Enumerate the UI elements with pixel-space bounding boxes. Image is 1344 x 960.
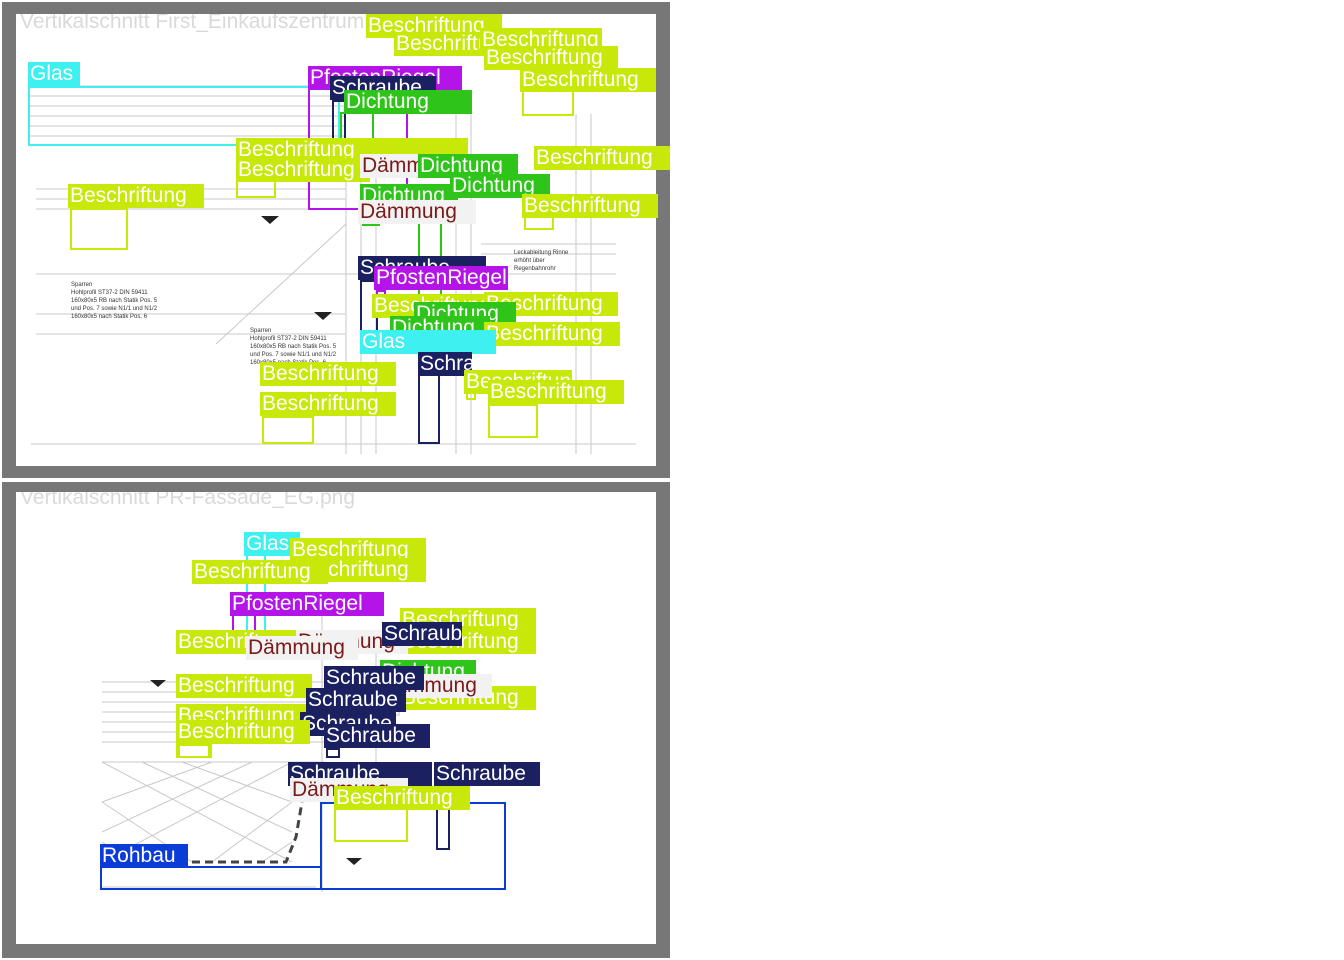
image-title: Vertikalschnitt First_Einkaufszentrum — [20, 14, 365, 33]
annotation-dichtung-label: Dichtung — [344, 90, 472, 114]
annotation-pfostenriegel-label: PfostenRiegel — [230, 592, 384, 616]
annotation-rohbau-box — [100, 866, 322, 890]
drawing-note: 160x80x5 RB nach Statik Pos. 5 — [71, 298, 158, 304]
annotation-beschriftung-label: Beschriftung — [488, 380, 624, 404]
annotation-schraube-box — [326, 748, 340, 758]
annotation-beschriftung-box — [70, 208, 128, 250]
annotation-beschriftung-box — [522, 90, 574, 116]
drawing-note: und Pos. 7 sowie N1/1 und N1/2 — [250, 352, 337, 358]
annotation-beschriftung-label: Beschriftung — [176, 720, 310, 744]
drawing-note: Hohlprofil ST37-2 DIN 59411 — [71, 290, 148, 296]
annotation-beschriftung-label: Beschriftung — [534, 146, 670, 170]
annotation-beschriftung-box — [262, 416, 314, 444]
annotation-beschriftung-label: Beschriftung — [334, 786, 470, 810]
annotation-schraube-label: Schraube — [418, 352, 472, 376]
drawing-note: Sparren — [71, 282, 92, 288]
annotation-rohbau-label: Rohbau — [100, 844, 188, 868]
annotation-pfostenriegel-label: PfostenRiegel — [374, 266, 508, 290]
annotation-beschriftung-box — [236, 180, 276, 198]
annotation-beschriftung-label: Beschriftung — [522, 194, 658, 218]
annotation-daemmung-label: Dämmung — [246, 636, 358, 660]
annotation-beschriftung-label: Beschriftung — [236, 158, 370, 182]
annotation-beschriftung-box — [488, 404, 538, 438]
annotation-glas-label: Glas — [28, 62, 80, 86]
annotation-beschriftung-box — [524, 216, 554, 230]
image-title: Vertikalschnitt PR-Fassade_EG.png — [20, 492, 355, 509]
annotation-schraube-label: Schraube — [306, 688, 406, 712]
annotation-beschriftung-label: Beschriftung — [192, 560, 328, 584]
annotation-daemmung-label: Dämmung — [358, 200, 476, 224]
annotation-glas-label: Glas — [360, 330, 496, 354]
annotation-glas-box — [28, 86, 340, 146]
annotation-beschriftung-label: Beschriftung — [260, 392, 396, 416]
annotation-rohbau-box — [320, 802, 506, 890]
drawing-note: Sparren — [250, 328, 271, 334]
annotation-schraube-label: Schraube — [324, 724, 430, 748]
drawing-note: und Pos. 7 sowie N1/1 und N1/2 — [71, 306, 158, 312]
drawing-note: 160x80x5 nach Statik Pos. 6 — [71, 314, 148, 320]
annotation-beschriftung-label: Beschriftung — [176, 674, 312, 698]
annotation-beschriftung-label: Beschriftung — [484, 322, 620, 346]
annotation-beschriftung-label: Beschriftung — [520, 68, 656, 92]
drawing-note: Regenbahnrohr — [514, 266, 556, 272]
annotation-beschriftung-box — [178, 744, 212, 758]
annotation-beschriftung-label: Beschriftung — [484, 46, 618, 70]
annotation-schraube-box — [418, 374, 440, 444]
annotation-schraube-label: Schraube — [324, 666, 424, 690]
annotation-schraube-label: Schraube — [382, 622, 462, 646]
drawing-note: Leckableitung Rinne — [514, 250, 569, 256]
annotation-beschriftung-label: Beschriftung — [68, 184, 204, 208]
drawing-note: Hohlprofil ST37-2 DIN 59411 — [250, 336, 327, 342]
annotation-beschriftung-label: Beschriftung — [260, 362, 396, 386]
drawing-note: erhöht über — [514, 258, 545, 264]
drawing-note: 160x80x5 RB nach Statik Pos. 5 — [250, 344, 337, 350]
annotation-schraube-label: Schraube — [434, 762, 540, 786]
